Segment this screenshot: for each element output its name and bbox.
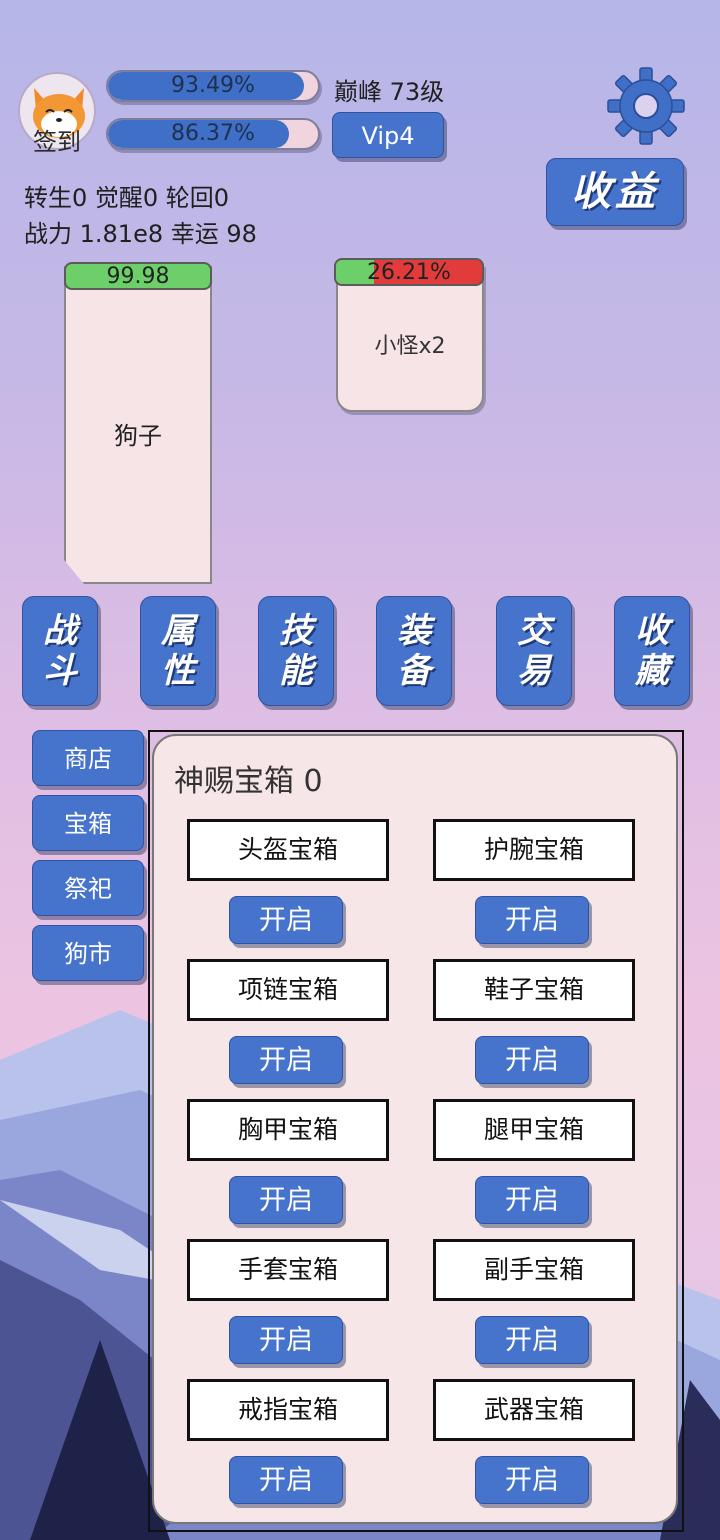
signin-label[interactable]: 签到 [33,128,81,156]
experience-bar-fill [108,72,305,100]
health-bar: 86.37% [106,118,320,150]
side-menu-shop[interactable]: 商店 [32,730,144,786]
chest-weapon: 武器宝箱 [433,1379,635,1441]
enemy-hp-fill [336,260,375,284]
tab-battle-line1: 战 [43,611,77,651]
open-offhand-button[interactable]: 开启 [475,1316,589,1364]
vip-button[interactable]: Vip4 [332,112,444,158]
settings-button[interactable] [606,66,686,146]
open-necklace-button[interactable]: 开启 [229,1036,343,1084]
enemy-name: 小怪x2 [374,334,446,359]
player-hp-bar: 99.98 [64,262,212,290]
open-weapon-button[interactable]: 开启 [475,1456,589,1504]
tab-battle[interactable]: 战 斗 [22,596,98,706]
open-shoes-button[interactable]: 开启 [475,1036,589,1084]
income-button[interactable]: 收益 [546,158,684,226]
chest-shoes: 鞋子宝箱 [433,959,635,1021]
tab-attributes[interactable]: 属 性 [140,596,216,706]
chest-bracer: 护腕宝箱 [433,819,635,881]
chest-ring: 戒指宝箱 [187,1379,389,1441]
gear-icon [607,67,685,145]
chest-gloves: 手套宝箱 [187,1239,389,1301]
tab-skills-line1: 技 [279,611,313,651]
chest-leg-armor: 腿甲宝箱 [433,1099,635,1161]
level-text: 巅峰 73级 [334,78,445,106]
open-leg-armor-button[interactable]: 开启 [475,1176,589,1224]
avatar[interactable] [18,72,96,150]
experience-bar: 93.49% [106,70,320,102]
health-bar-text: 86.37% [171,121,255,146]
tab-trade[interactable]: 交 易 [496,596,572,706]
tab-attributes-line1: 属 [161,611,195,651]
tab-skills[interactable]: 技 能 [258,596,334,706]
open-chest-armor-button[interactable]: 开启 [229,1176,343,1224]
open-bracer-button[interactable]: 开启 [475,896,589,944]
panel-title: 神赐宝箱 0 [174,764,323,799]
open-helmet-button[interactable]: 开启 [229,896,343,944]
health-bar-fill [108,120,290,148]
side-menu-sacrifice[interactable]: 祭祀 [32,860,144,916]
chest-helmet: 头盔宝箱 [187,819,389,881]
power-luck-stats: 战力 1.81e8 幸运 98 [24,220,257,248]
chest-panel-frame [148,730,684,1532]
enemy-hp-bar: 26.21% [334,258,484,286]
tab-attributes-line2: 性 [161,651,195,691]
enemy-unit-card[interactable] [336,264,484,412]
tab-collection-line2: 藏 [635,651,669,691]
tab-battle-line2: 斗 [43,651,77,691]
tab-trade-line1: 交 [517,611,551,651]
open-ring-button[interactable]: 开启 [229,1456,343,1504]
rebirth-stats: 转生0 觉醒0 轮回0 [24,184,230,212]
tab-collection[interactable]: 收 藏 [614,596,690,706]
tab-equipment[interactable]: 装 备 [376,596,452,706]
experience-bar-text: 93.49% [171,73,255,98]
chest-offhand: 副手宝箱 [433,1239,635,1301]
chest-necklace: 项链宝箱 [187,959,389,1021]
open-gloves-button[interactable]: 开启 [229,1316,343,1364]
side-menu-chest[interactable]: 宝箱 [32,795,144,851]
tab-skills-line2: 能 [279,651,313,691]
tab-trade-line2: 易 [517,651,551,691]
chest-chest-armor: 胸甲宝箱 [187,1099,389,1161]
enemy-hp-text: 26.21% [367,260,451,285]
tab-equipment-line2: 备 [397,651,431,691]
shiba-dog-avatar-icon [33,88,85,138]
tab-collection-line1: 收 [635,611,669,651]
player-name: 狗子 [114,422,162,450]
tab-equipment-line1: 装 [397,611,431,651]
side-menu-dog-market[interactable]: 狗市 [32,925,144,981]
